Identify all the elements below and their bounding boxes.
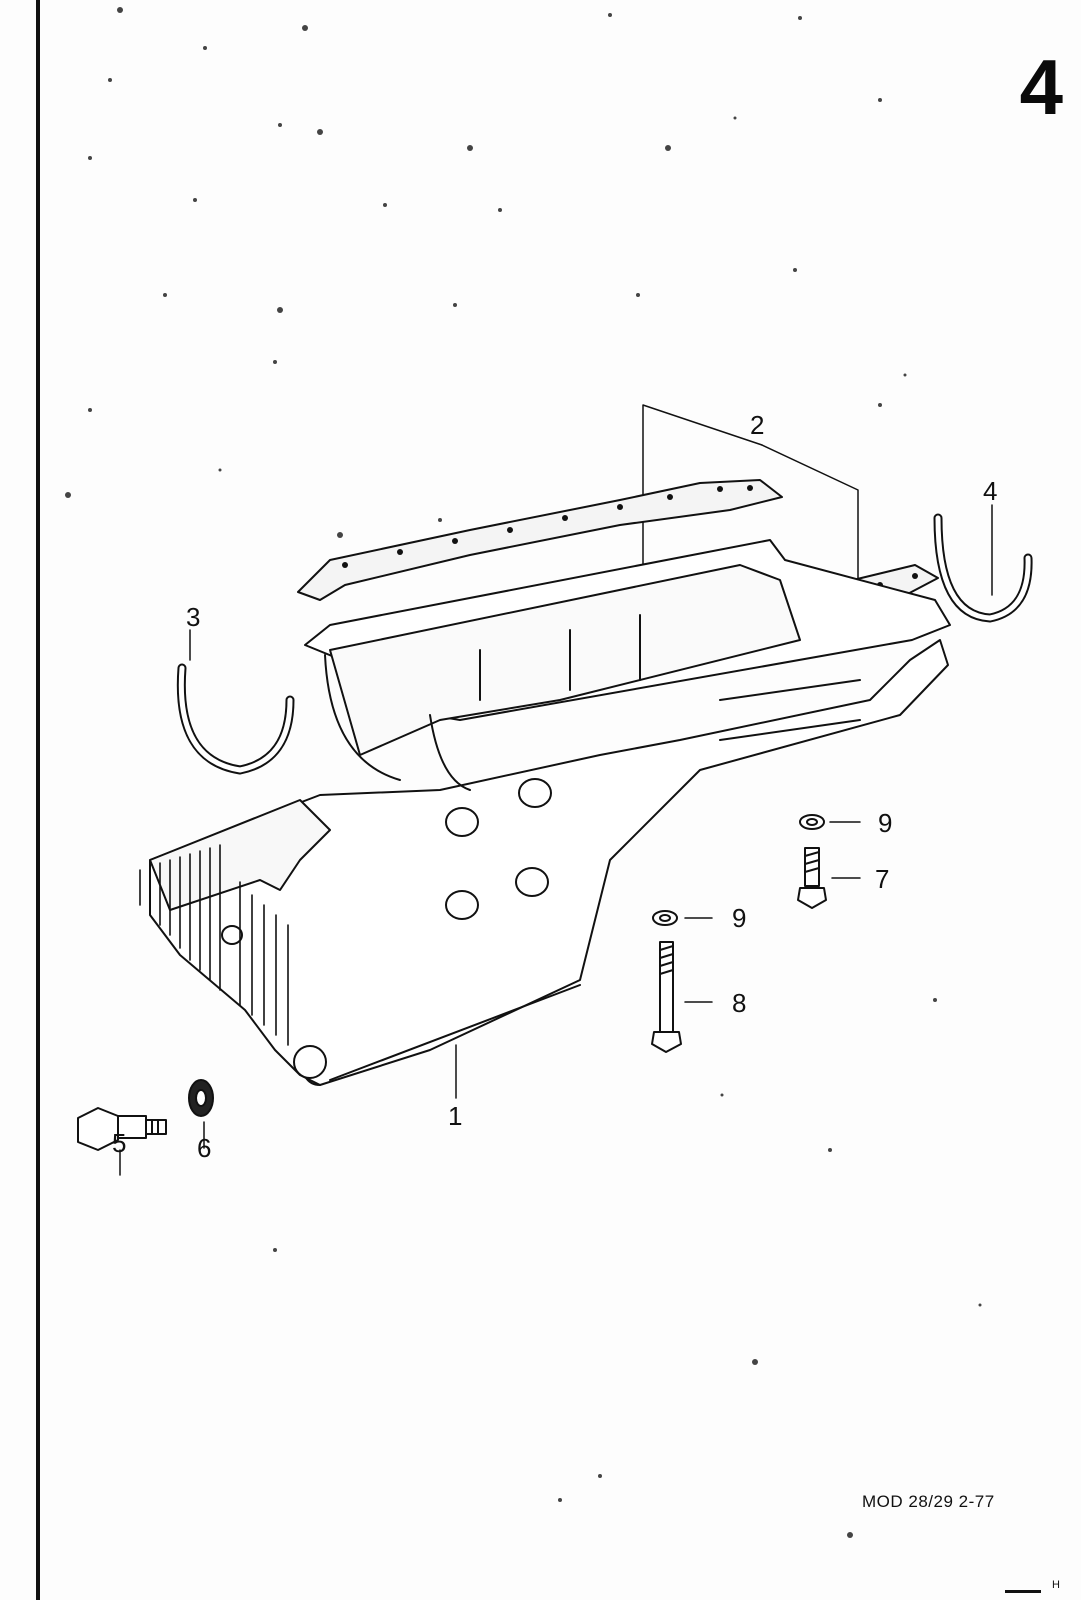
rear-seal <box>176 663 295 775</box>
drain-plug-washer <box>188 1079 214 1149</box>
washer-upper <box>799 814 861 830</box>
footer-rule <box>1005 1590 1041 1593</box>
front-seal <box>933 504 1033 623</box>
oil-pan <box>139 539 951 1099</box>
callout-9-lower: 9 <box>732 903 747 933</box>
callout-4: 4 <box>983 476 998 506</box>
callout-3: 3 <box>186 602 201 632</box>
drain-plug <box>77 1107 167 1176</box>
short-bolt <box>797 847 861 909</box>
cooling-fins <box>139 844 289 1046</box>
section-number: 4 <box>1019 43 1063 131</box>
callout-5: 5 <box>112 1128 127 1158</box>
washer-lower <box>652 910 713 926</box>
callout-9-upper: 9 <box>878 808 893 838</box>
callout-1: 1 <box>448 1101 463 1131</box>
callout-8: 8 <box>732 988 747 1018</box>
callout-7: 7 <box>875 864 890 894</box>
corner-mark: H <box>1052 1579 1060 1591</box>
callout-6: 6 <box>197 1133 212 1163</box>
model-reference: MOD 28/29 2-77 <box>862 1492 995 1511</box>
gasket-bracket <box>642 404 859 593</box>
callout-2: 2 <box>750 410 765 440</box>
gasket-far <box>297 479 783 601</box>
long-bolt <box>651 941 713 1053</box>
